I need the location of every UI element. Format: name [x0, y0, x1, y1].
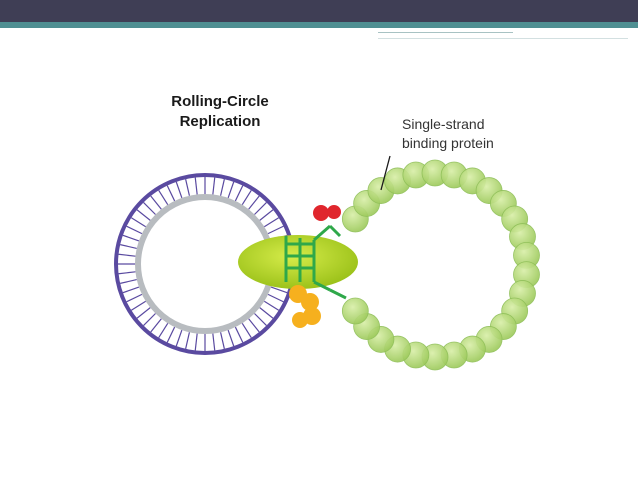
dna-rung — [213, 334, 215, 351]
dna-rung — [221, 179, 225, 196]
dna-rung — [151, 319, 162, 332]
dna-rung — [120, 245, 137, 249]
dna-rung — [127, 294, 142, 301]
dna-rung — [264, 301, 278, 310]
dna-rung — [195, 334, 197, 351]
helicase-line — [330, 226, 340, 236]
dna-rung — [235, 327, 242, 342]
diagram-title-line-1: Rolling-Circle — [171, 93, 269, 110]
dna-rung — [143, 202, 155, 214]
dna-rung — [228, 182, 234, 198]
dna-rung — [195, 178, 197, 195]
dna-rung — [254, 202, 266, 214]
dna-rung — [131, 301, 145, 310]
dna-rung — [221, 332, 225, 349]
dna-rung — [254, 313, 266, 325]
diagram-title-line-2: Replication — [180, 113, 261, 130]
dna-rung — [137, 210, 150, 221]
dna-rung — [143, 313, 155, 325]
dna-rung — [119, 272, 136, 274]
helicase-line — [330, 290, 346, 298]
dna-rung — [151, 196, 162, 209]
dna-rung — [137, 308, 150, 319]
dna-rung — [268, 294, 283, 301]
dna-rung — [260, 210, 273, 221]
orange-protein — [292, 312, 308, 328]
dna-rung — [167, 186, 174, 201]
ssb-label-line-2: binding protein — [402, 135, 494, 151]
red-protein — [327, 205, 341, 219]
dna-rung — [249, 319, 260, 332]
dna-rung — [131, 218, 145, 227]
dna-rung — [228, 330, 234, 346]
ssb-label-line-1: Single-strand — [402, 116, 485, 132]
dna-rung — [186, 179, 190, 196]
dna-rung — [127, 226, 142, 233]
dna-rung — [119, 254, 136, 256]
ssb-bead-chain — [342, 160, 539, 370]
dna-rung — [159, 323, 168, 337]
dna-rung — [268, 226, 283, 233]
dna-rung — [176, 330, 182, 346]
dna-rung — [242, 190, 251, 204]
ssb-bead-icon — [342, 298, 368, 324]
dna-rung — [260, 308, 273, 319]
dna-rung — [123, 235, 139, 241]
dna-rung — [242, 323, 251, 337]
dna-rung — [120, 280, 137, 284]
dna-rung — [213, 178, 215, 195]
dna-rung — [186, 332, 190, 349]
dna-rung — [167, 327, 174, 342]
dna-rung — [264, 218, 278, 227]
dna-rung — [159, 190, 168, 204]
dna-rung — [176, 182, 182, 198]
dna-rung — [123, 287, 139, 293]
dna-rung — [235, 186, 242, 201]
dna-rung — [249, 196, 260, 209]
red-protein — [313, 205, 329, 221]
